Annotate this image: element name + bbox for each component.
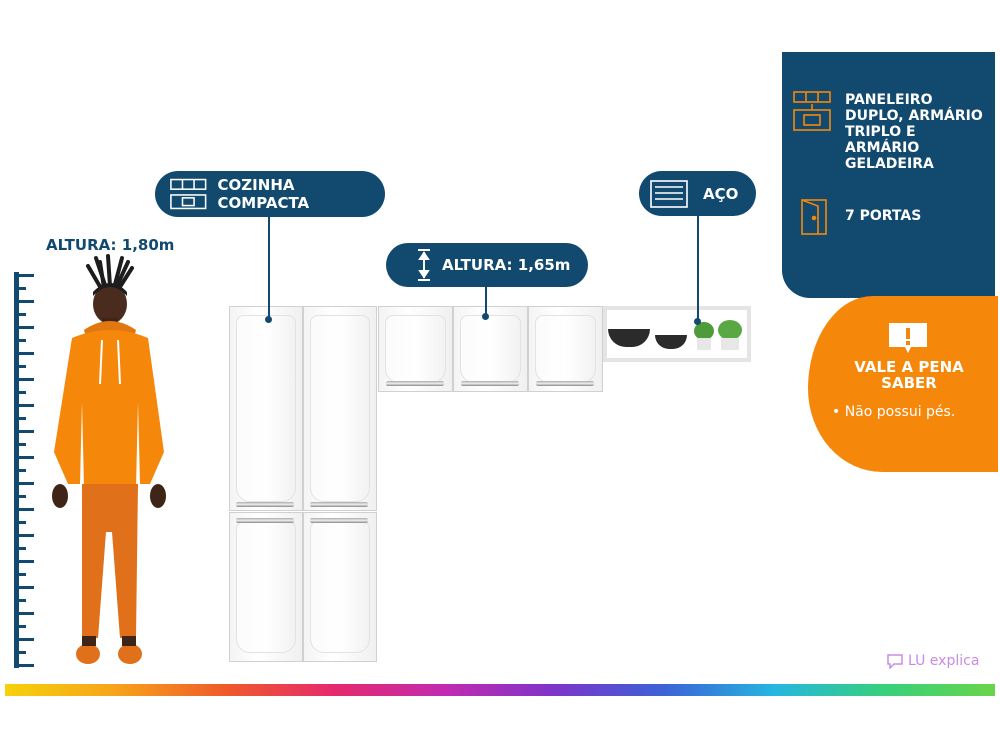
material-label: AÇO — [639, 171, 756, 216]
height-arrow-icon — [418, 249, 430, 281]
height-label: ALTURA: 1,65m — [386, 243, 588, 287]
alert-icon — [889, 323, 927, 353]
height-ruler — [14, 272, 38, 668]
tip-item: • Não possui pés. — [832, 404, 956, 420]
cabinet-door — [303, 306, 377, 511]
door-count: 7 PORTAS — [845, 208, 922, 224]
product-description: PANELEIRO DUPLO, ARMÁRIO TRIPLO E ARMÁRI… — [845, 92, 983, 172]
kitchen-icon — [170, 178, 207, 210]
kitchen-appliances-icon — [793, 91, 831, 131]
steel-sheet-icon — [650, 179, 688, 208]
cabinet-door — [528, 306, 603, 392]
cabinet-door — [378, 306, 453, 392]
kitchen-type-label: COZINHA COMPACTA — [155, 171, 385, 217]
tip-title: VALE A PENA SABER — [854, 358, 964, 392]
rainbow-bar — [5, 684, 995, 696]
brand-logo: LU explica — [886, 653, 979, 669]
material-text: AÇO — [703, 184, 739, 203]
brand-name: LU explica — [908, 653, 980, 669]
cabinet-door — [453, 306, 528, 392]
person-illustration — [52, 254, 166, 664]
product-info-panel: PANELEIRO DUPLO, ARMÁRIO TRIPLO E ARMÁRI… — [782, 52, 995, 298]
cabinet-door — [229, 512, 303, 662]
door-icon — [801, 199, 827, 235]
heart-chat-icon — [887, 654, 903, 669]
cabinet-door — [303, 512, 377, 662]
person-height-label: ALTURA: 1,80m — [46, 236, 175, 254]
cabinet-door — [229, 306, 303, 511]
kitchen-type-text: COZINHA COMPACTA — [217, 176, 310, 212]
height-text: ALTURA: 1,65m — [442, 256, 571, 274]
